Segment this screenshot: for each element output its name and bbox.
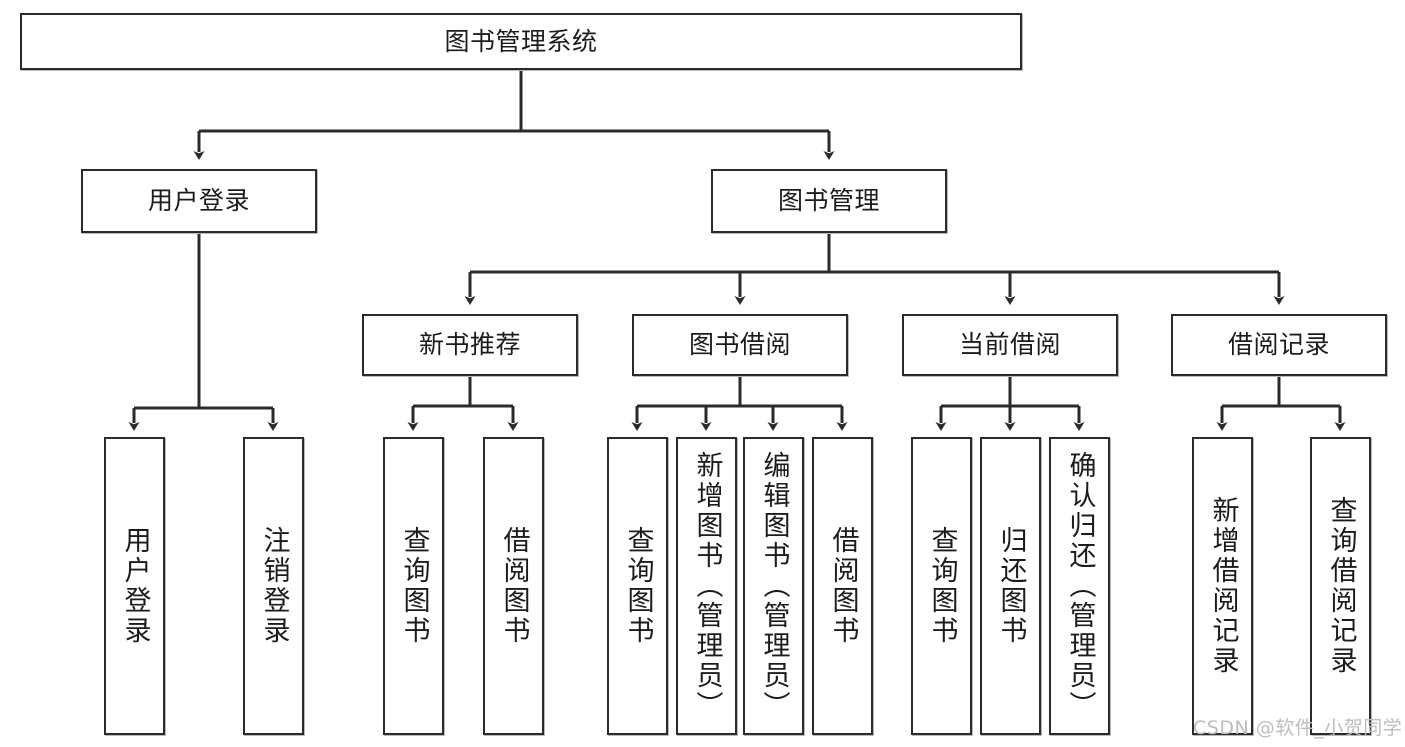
node-leaf-logout-label: 注销登录 [258, 526, 290, 646]
node-leaf-user-login[interactable]: 用户登录 [104, 437, 165, 735]
node-book-borrow-label: 图书借阅 [688, 330, 791, 359]
node-user-login-label: 用户登录 [147, 186, 250, 215]
node-leaf-query-record[interactable]: 查询借阅记录 [1310, 437, 1371, 735]
node-leaf-edit-book[interactable]: 编辑图书（管理员） [743, 437, 804, 735]
node-current-borrow-label: 当前借阅 [958, 330, 1061, 359]
node-book-manage-label: 图书管理 [777, 186, 880, 215]
node-leaf-borrow-book-a[interactable]: 借阅图书 [483, 437, 544, 735]
node-borrow-record-label: 借阅记录 [1227, 330, 1330, 359]
node-current-borrow[interactable]: 当前借阅 [902, 314, 1118, 376]
node-leaf-edit-book-label: 编辑图书（管理员） [758, 451, 790, 721]
node-leaf-add-book[interactable]: 新增图书（管理员） [676, 437, 737, 735]
node-root[interactable]: 图书管理系统 [20, 13, 1022, 70]
node-leaf-query-book-c-label: 查询图书 [926, 526, 958, 646]
node-leaf-add-book-label: 新增图书（管理员） [691, 451, 723, 721]
node-leaf-add-record-label: 新增借阅记录 [1207, 496, 1239, 676]
node-leaf-borrow-book-a-label: 借阅图书 [498, 526, 530, 646]
node-leaf-query-book-b-label: 查询图书 [622, 526, 654, 646]
node-leaf-query-book-c[interactable]: 查询图书 [911, 437, 972, 735]
node-leaf-return-book[interactable]: 归还图书 [980, 437, 1041, 735]
node-leaf-user-login-label: 用户登录 [119, 526, 151, 646]
node-borrow-record[interactable]: 借阅记录 [1171, 314, 1387, 376]
node-leaf-query-book-a-label: 查询图书 [398, 526, 430, 646]
node-leaf-confirm-return-label: 确认归还（管理员） [1064, 451, 1096, 721]
node-leaf-logout[interactable]: 注销登录 [243, 437, 304, 735]
node-leaf-query-record-label: 查询借阅记录 [1325, 496, 1357, 676]
node-leaf-borrow-book-b-label: 借阅图书 [827, 526, 859, 646]
node-leaf-query-book-a[interactable]: 查询图书 [383, 437, 444, 735]
node-leaf-return-book-label: 归还图书 [995, 526, 1027, 646]
node-new-book-rec[interactable]: 新书推荐 [362, 314, 578, 376]
node-user-login[interactable]: 用户登录 [81, 169, 317, 233]
node-new-book-rec-label: 新书推荐 [418, 330, 521, 359]
node-book-manage[interactable]: 图书管理 [711, 169, 947, 233]
node-root-label: 图书管理系统 [444, 26, 598, 56]
node-book-borrow[interactable]: 图书借阅 [632, 314, 848, 376]
node-leaf-confirm-return[interactable]: 确认归还（管理员） [1049, 437, 1110, 735]
node-leaf-add-record[interactable]: 新增借阅记录 [1192, 437, 1253, 735]
node-leaf-borrow-book-b[interactable]: 借阅图书 [812, 437, 873, 735]
node-leaf-query-book-b[interactable]: 查询图书 [607, 437, 668, 735]
